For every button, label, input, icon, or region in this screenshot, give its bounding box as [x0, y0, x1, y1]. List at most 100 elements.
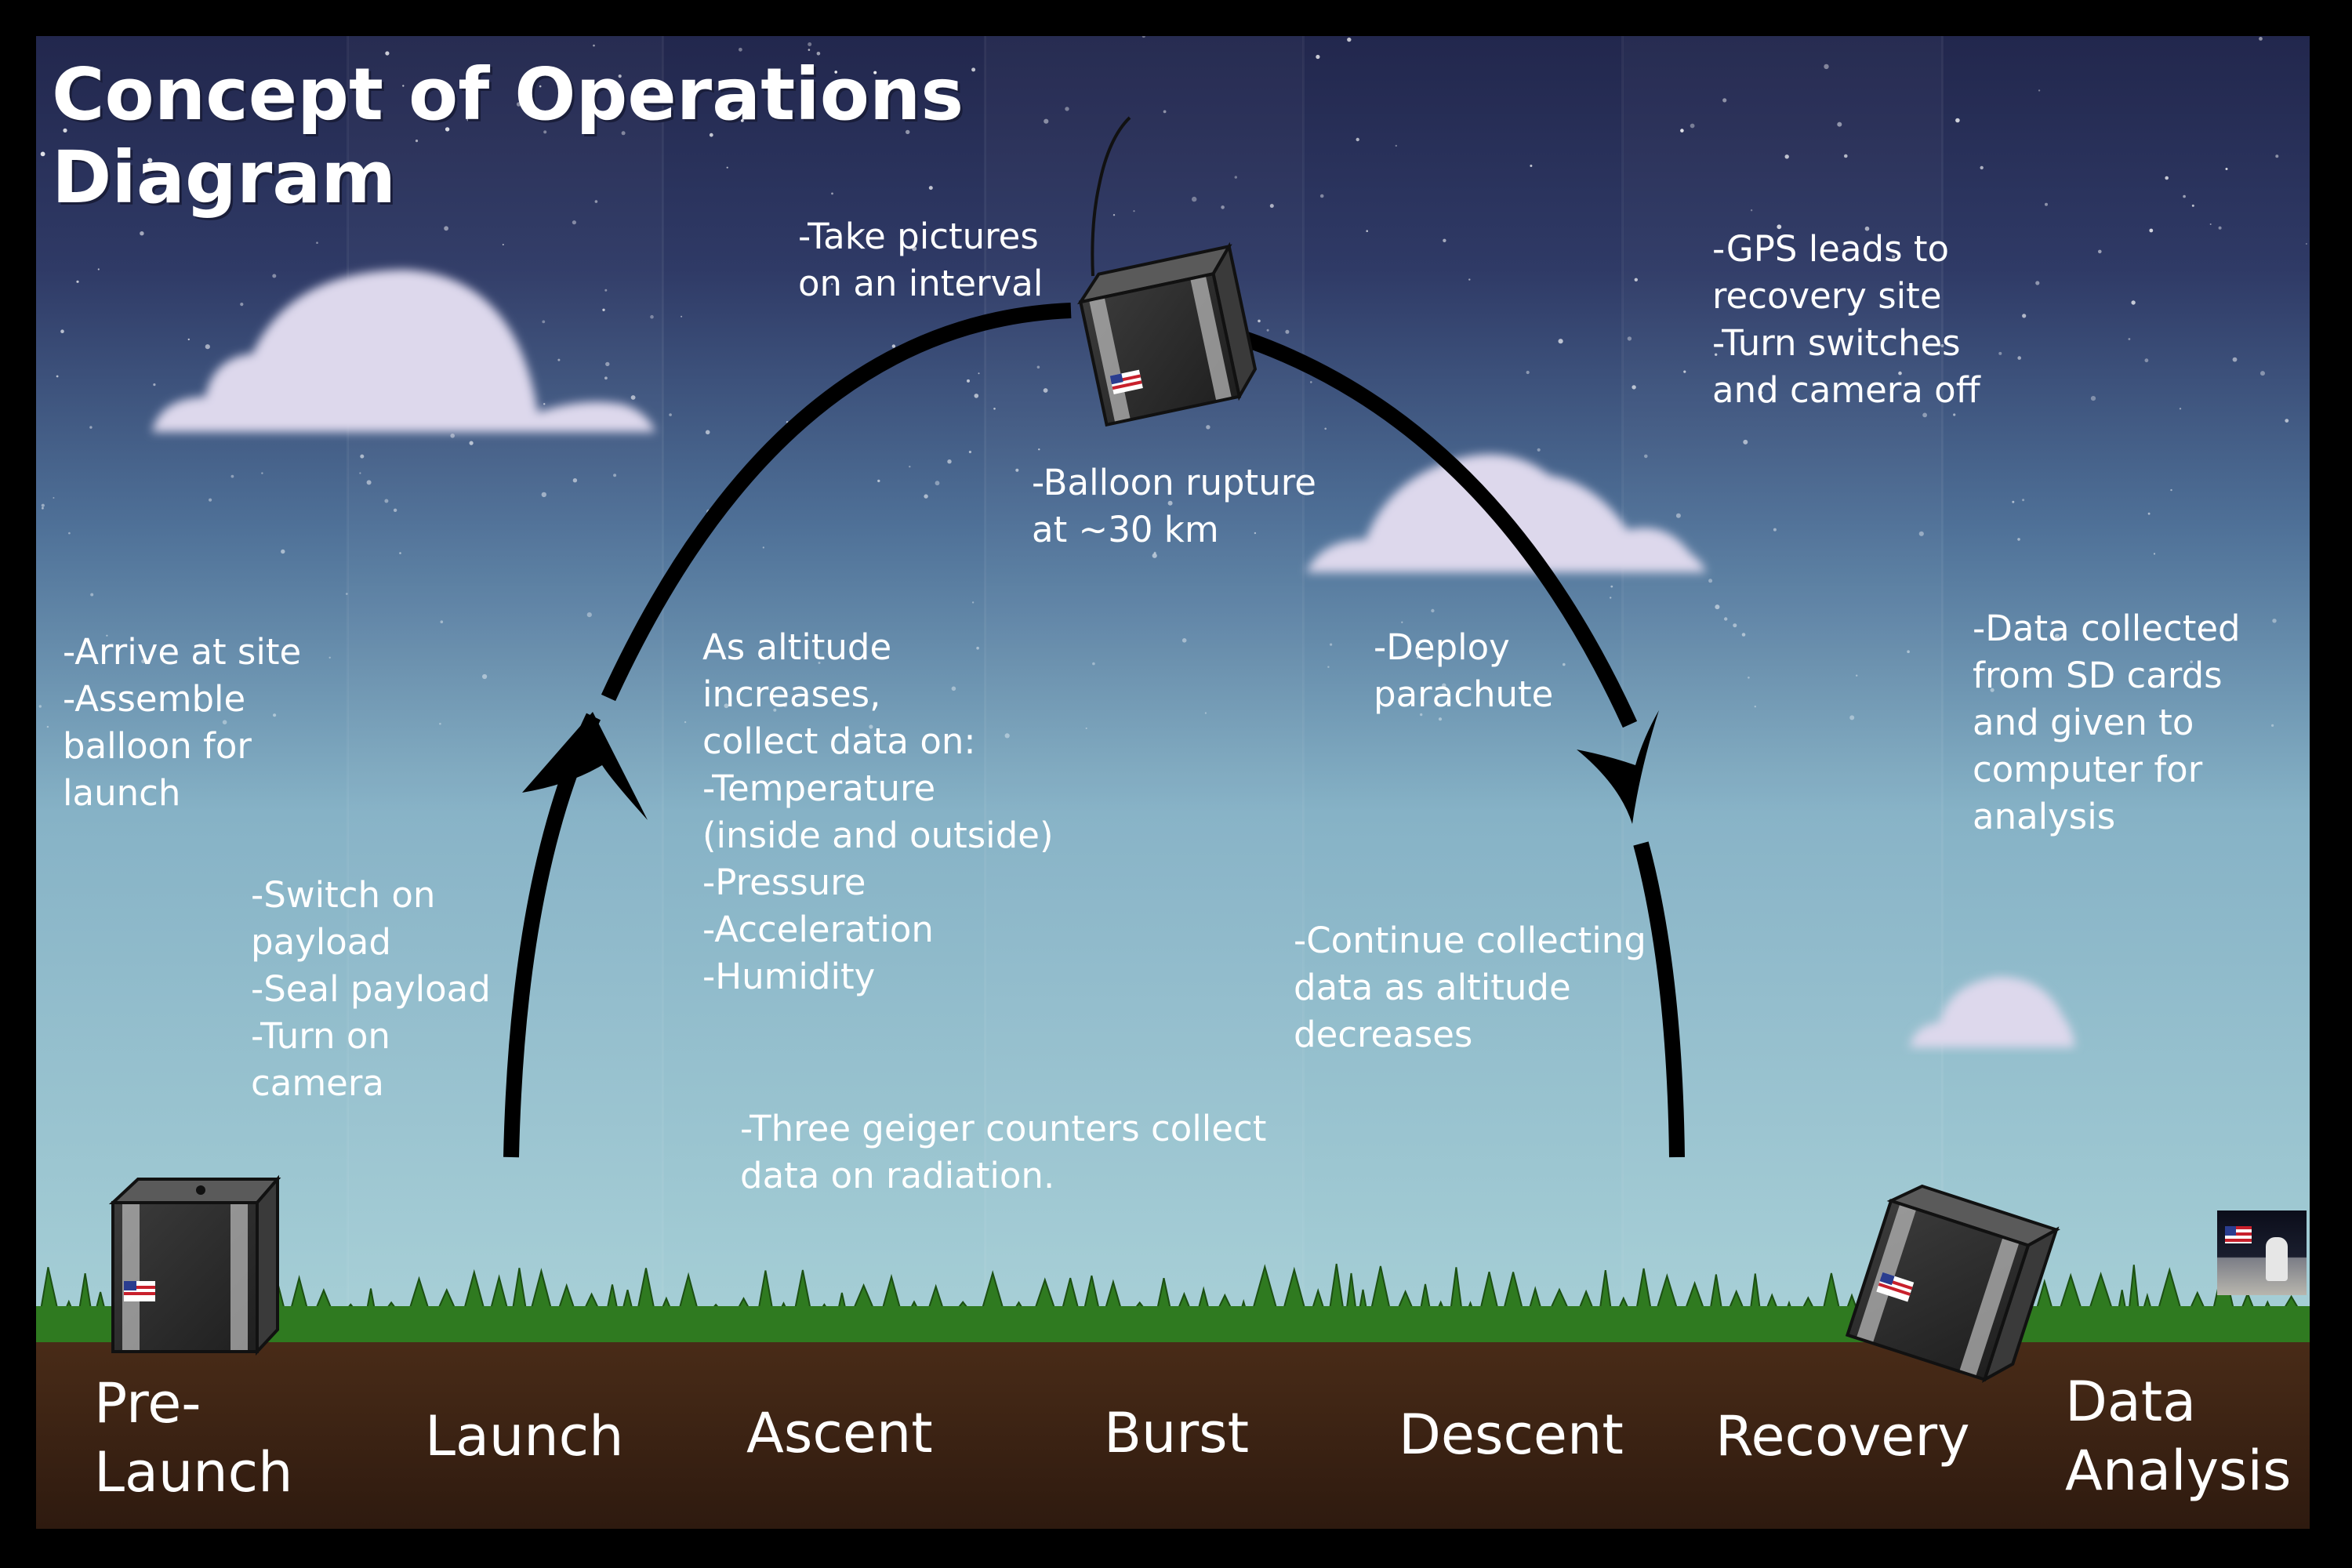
- star: [762, 546, 764, 549]
- star: [444, 226, 448, 231]
- star: [1442, 683, 1446, 688]
- star: [1754, 706, 1756, 708]
- star: [1330, 643, 1333, 646]
- payload-prelaunch: [108, 1174, 281, 1356]
- star: [2045, 202, 2048, 206]
- star: [681, 315, 683, 318]
- star: [230, 474, 234, 478]
- star: [1680, 129, 1684, 132]
- ascent-arrowhead: [522, 712, 648, 820]
- star: [1610, 597, 1612, 599]
- star: [440, 620, 444, 623]
- star: [1610, 585, 1613, 588]
- star: [572, 478, 578, 483]
- star: [618, 74, 622, 78]
- star: [1898, 371, 1902, 376]
- star: [968, 450, 971, 454]
- star: [1044, 118, 1049, 124]
- star: [1266, 328, 1269, 332]
- descent-arrowhead: [1577, 710, 1659, 824]
- star: [1112, 214, 1116, 216]
- star: [361, 93, 365, 95]
- star: [1192, 196, 1197, 202]
- star: [2128, 338, 2131, 340]
- phase-label-prelaunch: Pre- Launch: [94, 1371, 293, 1504]
- star: [1824, 64, 1829, 70]
- star: [1864, 226, 1870, 231]
- payload-burst: [1076, 241, 1258, 427]
- star: [837, 229, 840, 233]
- star: [630, 395, 636, 400]
- star: [1980, 165, 1984, 170]
- star: [469, 441, 474, 445]
- star: [2285, 419, 2289, 423]
- star: [967, 379, 970, 383]
- star: [2149, 228, 2154, 233]
- star: [935, 481, 940, 486]
- note-deploy-parachute: -Deploy parachute: [1374, 626, 1554, 715]
- star: [140, 231, 144, 236]
- star: [2055, 633, 2060, 639]
- star: [783, 703, 787, 708]
- star: [1627, 336, 1632, 341]
- star: [2144, 358, 2149, 363]
- star: [2017, 538, 2020, 541]
- star: [1777, 224, 1782, 230]
- star: [912, 246, 917, 252]
- star: [1715, 353, 1718, 356]
- arc-descent-lower: [1633, 841, 1685, 1158]
- star: [593, 44, 595, 47]
- star: [2260, 371, 2265, 376]
- star: [68, 532, 71, 535]
- star: [384, 499, 389, 503]
- star: [2017, 356, 2021, 360]
- star: [1356, 137, 1359, 142]
- star: [1133, 210, 1135, 212]
- star: [120, 154, 122, 156]
- star: [1632, 385, 1636, 390]
- star: [2232, 357, 2238, 362]
- phase-label-launch: Launch: [425, 1404, 624, 1468]
- star: [557, 358, 561, 361]
- star: [816, 52, 821, 56]
- star: [1955, 118, 1960, 123]
- star: [415, 140, 419, 143]
- star: [1537, 448, 1541, 452]
- star: [971, 67, 976, 72]
- note-geiger: -Three geiger counters collect data on r…: [740, 1108, 1267, 1196]
- star: [1918, 531, 1924, 536]
- star: [1724, 617, 1728, 621]
- star: [502, 244, 504, 245]
- star: [2131, 300, 2136, 305]
- star: [76, 280, 79, 283]
- star: [1990, 688, 1994, 692]
- star: [586, 612, 592, 618]
- star: [831, 192, 833, 195]
- star: [873, 71, 877, 74]
- star: [594, 200, 598, 203]
- phase-label-data-analysis: Data Analysis: [2065, 1370, 2292, 1503]
- star: [1922, 412, 1928, 418]
- star: [38, 705, 42, 708]
- star: [2179, 408, 2182, 410]
- star: [1784, 154, 1789, 159]
- phase-label-burst: Burst: [1104, 1401, 1250, 1465]
- star: [1526, 370, 1530, 375]
- star: [1015, 468, 1019, 472]
- star: [56, 375, 59, 378]
- star: [740, 119, 744, 122]
- star: [1683, 370, 1686, 373]
- star: [542, 320, 546, 324]
- star: [604, 289, 608, 292]
- star: [1759, 390, 1763, 394]
- star: [1998, 351, 2002, 355]
- star: [2191, 204, 2194, 207]
- star: [818, 662, 821, 664]
- star: [2022, 499, 2025, 502]
- star: [1324, 427, 1327, 430]
- star: [284, 89, 287, 91]
- star: [621, 131, 626, 136]
- phase-label-descent: Descent: [1399, 1403, 1624, 1467]
- star: [63, 128, 67, 132]
- note-descent: -Continue collecting data as altitude de…: [1294, 920, 1646, 1055]
